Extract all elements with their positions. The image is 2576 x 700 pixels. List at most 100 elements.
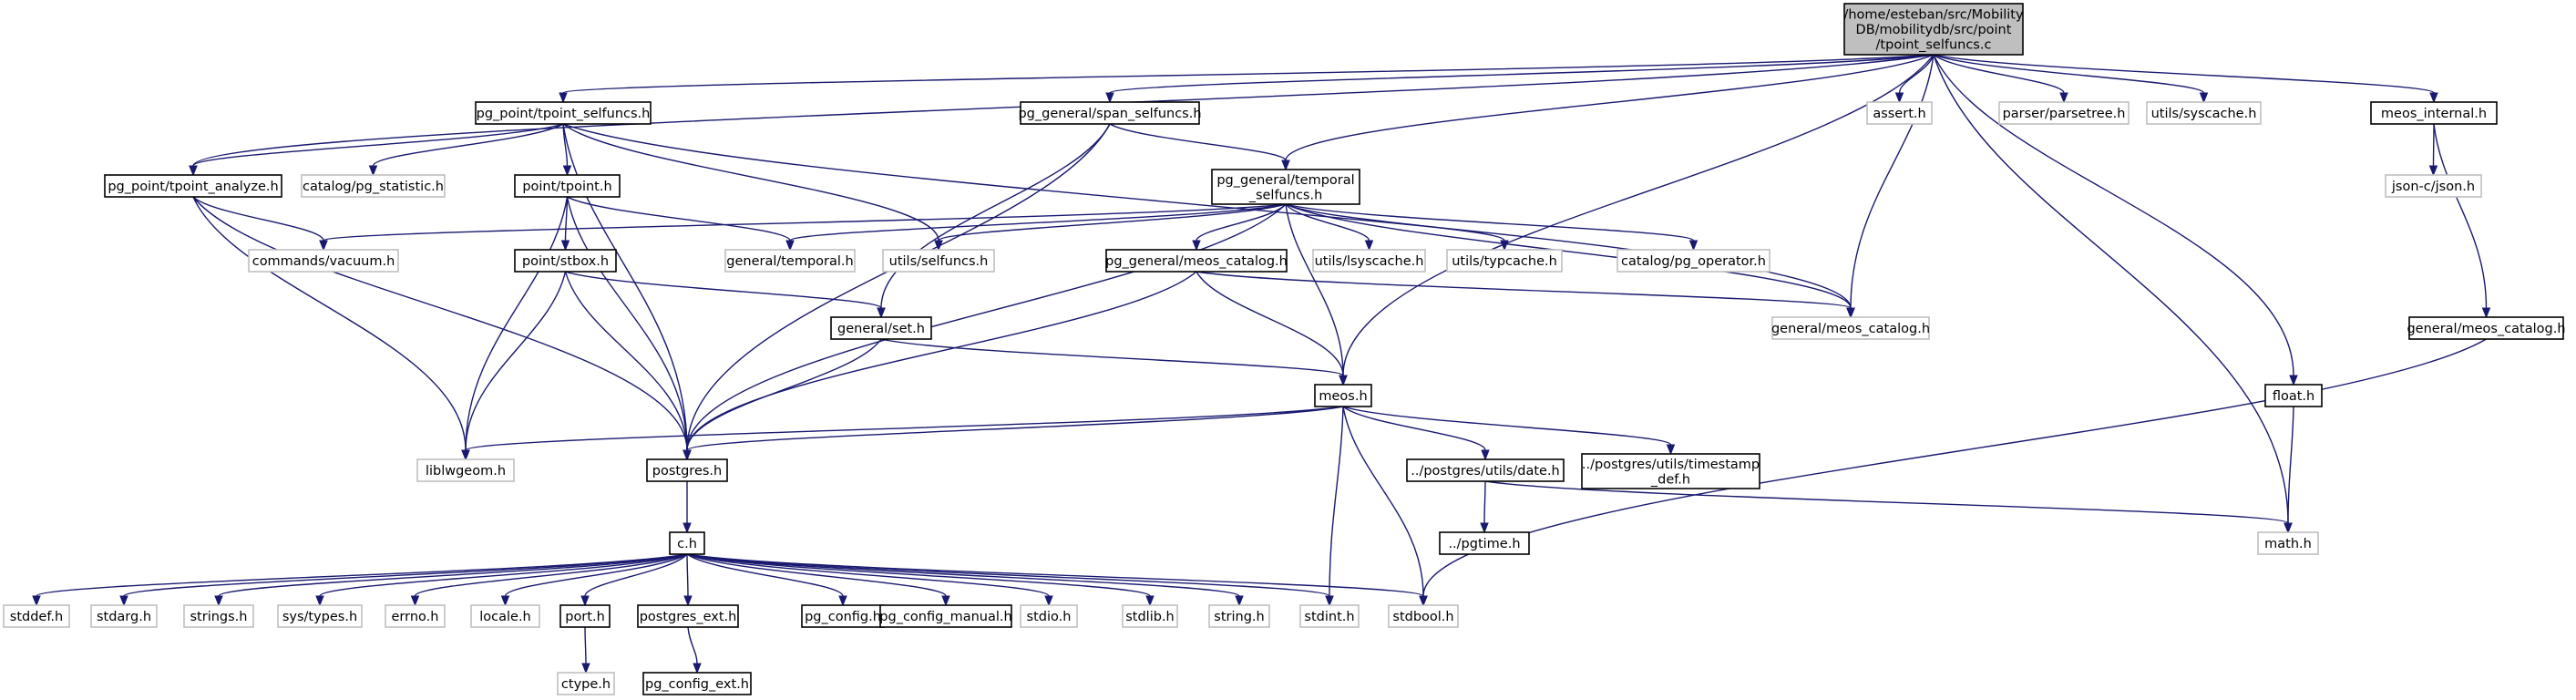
node-label: sys/types.h	[282, 610, 357, 624]
node-label: ../postgres/utils/date.h	[1411, 464, 1560, 479]
node-pg-config-h[interactable]: pg_config.h	[801, 604, 885, 628]
edge-line	[686, 123, 1111, 451]
edge-line	[1850, 54, 1935, 309]
node-label: ctype.h	[561, 677, 611, 692]
arrowhead	[32, 595, 41, 607]
node-box	[2264, 384, 2323, 407]
edge-line	[414, 553, 688, 597]
edge-root-to-syscache_h	[1933, 54, 2209, 104]
node-box	[1211, 169, 1360, 205]
node-pg-config-manual-h[interactable]: pg_config_manual.h	[879, 604, 1012, 628]
node-timestamp-def-h[interactable]: ../postgres/utils/timestamp_def.h	[1581, 453, 1760, 489]
node-label: utils/lsyscache.h	[1315, 254, 1424, 269]
node-pg-meos-catalog-h[interactable]: pg_general/meos_catalog.h	[1105, 249, 1288, 273]
edge-tpoint_h-to-postgres_h	[566, 196, 692, 461]
edge-temporal_selfuncs_h-to-pg_meos_catalog_h	[1192, 203, 1287, 252]
edge-line	[1196, 271, 1344, 376]
node-c-h[interactable]: c.h	[669, 531, 705, 555]
node-label: pg_point/tpoint_selfuncs.h	[477, 107, 651, 121]
node-box	[1105, 249, 1288, 273]
node-selfuncs-h: utils/selfuncs.h	[882, 249, 995, 273]
node-box	[385, 604, 446, 628]
node-temporal-selfuncs-h[interactable]: pg_general/temporal_selfuncs.h	[1211, 169, 1360, 205]
node-pgtime-h[interactable]: ../pgtime.h	[1439, 531, 1530, 555]
node-postgres-ext-h[interactable]: postgres_ext.h	[637, 604, 739, 628]
edge-line	[192, 123, 564, 167]
node-port-h[interactable]: port.h	[559, 604, 611, 628]
node-box	[1122, 604, 1178, 628]
edge-line	[1342, 406, 1672, 446]
arrowhead	[1894, 92, 1904, 104]
node-box	[416, 458, 515, 482]
node-tpoint-h[interactable]: point/tpoint.h	[514, 174, 621, 198]
edge-line	[562, 123, 939, 242]
arrowhead	[315, 595, 324, 607]
node-box	[1771, 316, 1930, 340]
node-label: pg_general/span_selfuncs.h	[1018, 107, 1201, 121]
node-label: ../postgres/utils/timestamp	[1582, 458, 1760, 472]
arrowhead	[2059, 92, 2068, 104]
node-label: pg_config_ext.h	[645, 677, 749, 692]
edge-line	[1898, 54, 1935, 94]
node-stbox-h[interactable]: point/stbox.h	[514, 249, 617, 273]
edge-line	[686, 553, 1151, 597]
edge-temporal_selfuncs_h-to-vacuum_h	[319, 203, 1287, 252]
edge-temporal_selfuncs_h-to-lsyscache_h	[1285, 203, 1374, 252]
edge-tpoint_selfuncs_h-to-pg_statistic_h	[368, 123, 564, 177]
edge-line	[562, 54, 1935, 94]
node-float-h[interactable]: float.h	[2264, 384, 2323, 407]
edge-line	[1285, 203, 1695, 242]
edge-postgres_ext_h-to-pg_config_ext_h	[687, 626, 702, 674]
node-label: assert.h	[1873, 107, 1925, 121]
edge-line	[1109, 123, 1287, 161]
node-root[interactable]: /home/esteban/src/MobilityDB/mobilitydb/…	[1843, 3, 2024, 56]
node-set-h[interactable]: general/set.h	[830, 316, 932, 340]
node-label: postgres.h	[652, 464, 722, 479]
edge-c_h-to-stdlib_h	[686, 553, 1155, 607]
edge-line	[1342, 406, 1486, 451]
edge-meos_h-to-stdint_h	[1325, 406, 1344, 607]
edge-line	[1285, 54, 1935, 161]
node-label: pg_general/temporal	[1216, 173, 1354, 188]
node-span-selfuncs-h[interactable]: pg_general/span_selfuncs.h	[1018, 101, 1202, 125]
edge-line	[1933, 54, 2289, 524]
arrowhead	[461, 449, 470, 461]
node-label: ../pgtime.h	[1448, 537, 1520, 551]
node-box	[830, 316, 932, 340]
node-pg-config-ext-h[interactable]: pg_config_ext.h	[642, 672, 752, 695]
node-stdarg-h: stdarg.h	[90, 604, 158, 628]
node-label: DB/mobilitydb/src/point	[1856, 23, 2012, 37]
arrowhead	[1419, 595, 1428, 607]
node-box	[470, 604, 540, 628]
edge-line	[584, 553, 688, 597]
arrowhead	[581, 663, 590, 674]
edge-line	[938, 203, 1287, 242]
edge-meos_internal_h-to-general_meos_catalog_doc	[2433, 123, 2491, 319]
edge-line	[1933, 54, 2065, 94]
node-tpoint-selfuncs-h[interactable]: pg_point/tpoint_selfuncs.h	[475, 101, 652, 125]
edge-line	[218, 553, 688, 597]
node-box	[557, 672, 615, 695]
node-label: postgres_ext.h	[640, 610, 737, 624]
node-date-h[interactable]: ../postgres/utils/date.h	[1406, 458, 1565, 482]
node-tpoint-analyze-h[interactable]: pg_point/tpoint_analyze.h	[104, 174, 282, 198]
edge-root-to-span_selfuncs_h	[1105, 54, 1935, 104]
edge-line	[562, 123, 1852, 309]
node-label: pg_point/tpoint_analyze.h	[108, 180, 278, 194]
arrowhead	[1145, 595, 1155, 607]
arrowhead	[1481, 449, 1490, 461]
edge-c_h-to-stdint_h	[686, 553, 1334, 607]
edge-tpoint_selfuncs_h-to-general_meos_catalog_ext	[562, 123, 1855, 319]
edge-line	[686, 553, 1330, 597]
node-label: pg_config.h	[805, 610, 881, 624]
node-meos-internal-h[interactable]: meos_internal.h	[2370, 101, 2498, 125]
node-box	[1616, 249, 1770, 273]
node-meos-h[interactable]: meos.h	[1314, 384, 1372, 407]
node-label: liblwgeom.h	[426, 464, 506, 479]
node-box	[882, 249, 995, 273]
node-postgres-h[interactable]: postgres.h	[646, 458, 728, 482]
node-stddef-h: stddef.h	[3, 604, 70, 628]
edge-line	[686, 203, 1287, 451]
edge-stbox_h-to-postgres_h	[564, 271, 692, 461]
node-general-meos-catalog-doc[interactable]: general/meos_catalog.h	[2407, 316, 2566, 340]
